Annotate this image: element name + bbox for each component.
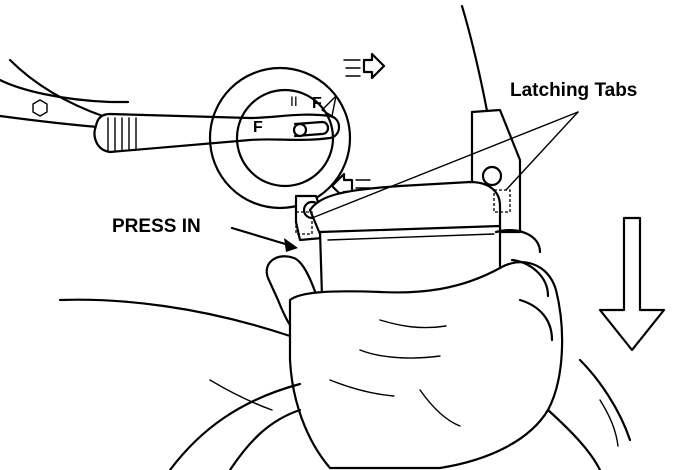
press-in-label: PRESS IN [112,216,201,237]
motor-dial: II F F [208,66,352,210]
down-arrow-icon [598,216,666,352]
dial-mark-top: II [290,93,298,109]
forearms [58,298,632,470]
dial-mark-right: F [312,95,322,112]
press-in-callout-line [230,226,298,252]
latching-tabs-label: Latching Tabs [510,80,637,101]
right-arrow-with-speed-lines-icon [343,52,386,80]
latching-tabs-callout-lines [311,111,579,219]
hands [265,229,564,470]
latch-tab-left [295,211,313,235]
latch-tab-right [493,189,511,213]
hexagon-icon [32,99,48,117]
dial-mark-left: F [253,119,263,136]
wrench [93,112,341,154]
filter-cartridge [294,108,522,298]
